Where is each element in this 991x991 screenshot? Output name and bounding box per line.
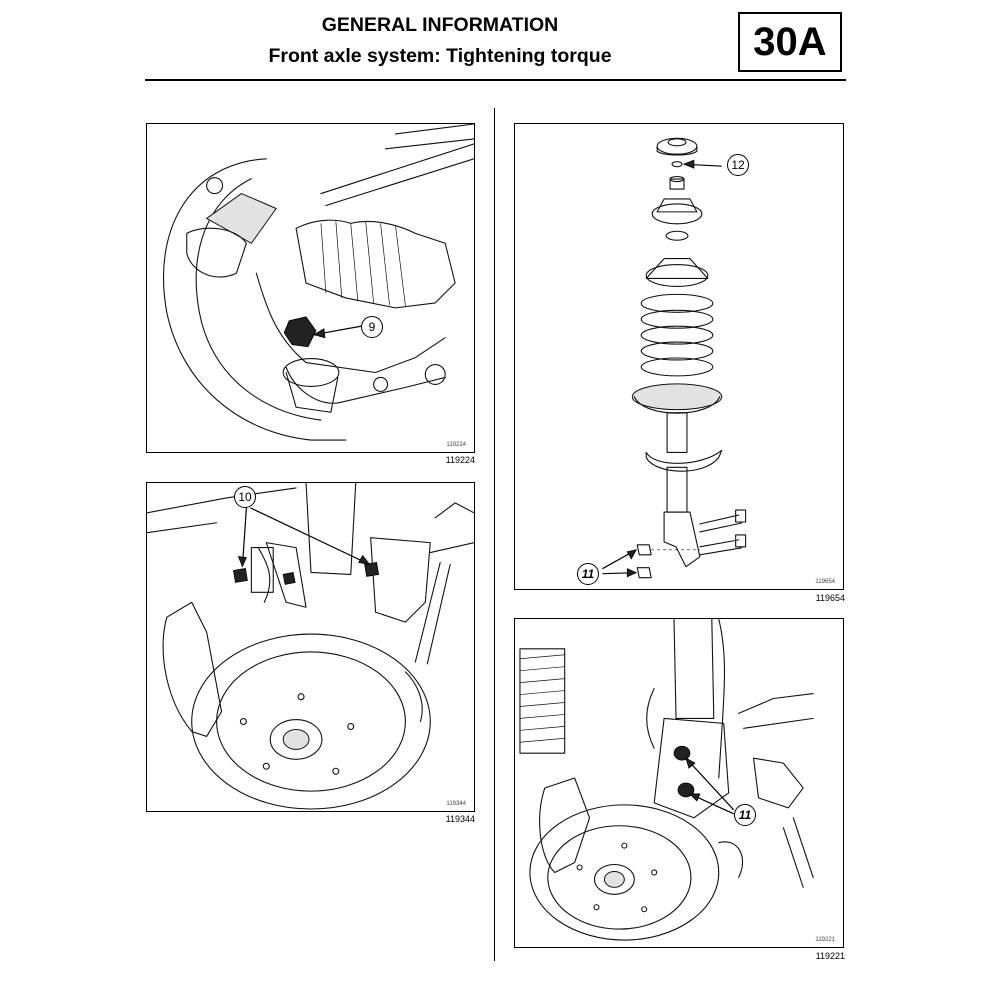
- figure-ball-joint: 9 119224: [146, 123, 475, 453]
- chapter-box: 30A: [738, 12, 842, 72]
- page-subtitle: Front axle system: Tightening torque: [268, 45, 612, 67]
- callout-12: 12: [727, 154, 749, 176]
- strut-exploded-drawing: [602, 137, 747, 579]
- figure-id-inner: 119221: [815, 937, 835, 943]
- strut-hub-drawing: [519, 619, 814, 941]
- figure-caption: 119344: [445, 814, 475, 824]
- column-divider: [494, 108, 495, 961]
- figure-caption: 119221: [815, 951, 845, 961]
- figure-id-inner: 119344: [446, 801, 466, 807]
- figure-strut-exploded: 12 11 119654: [514, 123, 844, 590]
- figure-brake-assembly: 10 119344: [146, 482, 475, 812]
- ball-joint-drawing: [163, 124, 474, 441]
- brake-assembly-drawing: [147, 483, 474, 810]
- callout-11: 11: [734, 804, 756, 826]
- callout-11: 11: [577, 563, 599, 585]
- figure-caption: 119224: [445, 455, 475, 465]
- callout-10: 10: [234, 486, 256, 508]
- figure-id-inner: 119224: [446, 442, 466, 448]
- callout-9: 9: [361, 316, 383, 338]
- figure-strut-hub: 11 119221: [514, 618, 844, 948]
- page-title: GENERAL INFORMATION: [321, 14, 559, 36]
- figure-caption: 119654: [815, 593, 845, 603]
- header-rule: [145, 79, 846, 81]
- figure-id-inner: 119654: [815, 579, 835, 585]
